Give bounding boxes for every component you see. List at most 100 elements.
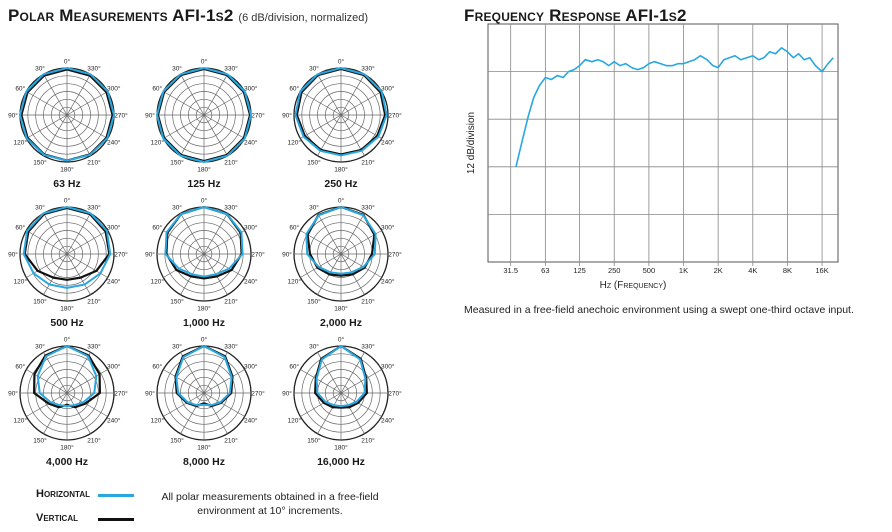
polar-angle-label: 0°	[201, 197, 208, 205]
polar-subtitle: (6 dB/division, normalized)	[238, 12, 369, 24]
polar-angle-label: 180°	[60, 166, 74, 174]
polar-angle-label: 240°	[244, 139, 258, 147]
polar-angle-label: 330°	[224, 65, 238, 73]
polar-angle-label: 60°	[289, 85, 299, 93]
polar-horizontal-series	[315, 345, 367, 408]
polar-spoke	[43, 74, 68, 116]
polar-angle-label: 270°	[388, 251, 402, 259]
polar-angle-label: 30°	[35, 343, 45, 351]
polar-angle-label: 90°	[145, 390, 155, 398]
polar-spoke	[66, 230, 108, 255]
polar-angle-label: 300°	[381, 363, 395, 371]
polar-spoke	[43, 213, 68, 255]
polar-angle-label: 30°	[172, 65, 182, 73]
polar-spoke	[180, 213, 205, 255]
polar-angle-label: 270°	[251, 390, 265, 398]
polar-angle-label: 120°	[288, 278, 302, 286]
polar-horizontal-series	[175, 345, 233, 407]
fr-response-line	[515, 47, 834, 167]
polar-angle-label: 30°	[309, 65, 319, 73]
fr-x-tick-label: 250	[608, 266, 621, 275]
polar-spoke	[66, 114, 108, 139]
polar-horizontal-series	[22, 206, 112, 289]
polar-plot: 0°30°60°90°120°150°180°210°240°270°300°3…	[145, 197, 265, 330]
polar-plot: 0°30°60°90°120°150°180°210°240°270°300°3…	[282, 58, 402, 191]
polar-angle-label: 240°	[107, 417, 121, 425]
polar-spoke	[26, 369, 68, 394]
polar-angle-label: 180°	[197, 444, 211, 452]
polar-angle-label: 330°	[224, 204, 238, 212]
polar-angle-label: 270°	[388, 390, 402, 398]
polar-horizontal-series	[305, 206, 377, 275]
polar-spoke	[66, 74, 91, 116]
polar-spoke	[66, 213, 91, 255]
polar-angle-label: 240°	[107, 278, 121, 286]
polar-title-text: Polar Measurements AFI-1s2	[8, 6, 234, 25]
polar-spoke	[163, 253, 205, 278]
polar-angle-label: 210°	[224, 158, 238, 166]
legend-vertical-label: Vertical	[36, 512, 79, 524]
polar-horizontal-series	[156, 67, 252, 163]
polar-angle-label: 30°	[172, 343, 182, 351]
frequency-response-title: Frequency Response AFI-1s2	[464, 6, 687, 25]
polar-spoke	[66, 91, 108, 116]
polar-angle-label: 120°	[151, 417, 165, 425]
polar-angle-label: 150°	[307, 297, 321, 305]
polar-spoke	[340, 213, 365, 255]
polar-angle-label: 270°	[114, 390, 128, 398]
polar-spoke	[340, 114, 382, 139]
legend-horizontal-label: Horizontal	[36, 488, 91, 500]
polar-angle-label: 120°	[14, 139, 28, 147]
polar-plot: 0°30°60°90°120°150°180°210°240°270°300°3…	[282, 336, 402, 469]
fr-x-tick-label: 1K	[679, 266, 688, 275]
polar-angle-label: 270°	[388, 112, 402, 120]
polar-angle-label: 90°	[8, 251, 18, 259]
polar-angle-label: 180°	[60, 305, 74, 313]
polar-angle-label: 120°	[14, 278, 28, 286]
polar-angle-label: 270°	[114, 251, 128, 259]
polar-angle-label: 270°	[251, 251, 265, 259]
polar-spoke	[66, 253, 91, 295]
polar-angle-label: 90°	[282, 251, 292, 259]
polar-angle-label: 210°	[361, 436, 375, 444]
polar-angle-label: 30°	[35, 204, 45, 212]
fr-y-axis-label: 12 dB/division	[466, 112, 477, 174]
polar-spoke	[66, 352, 91, 394]
polar-frequency-label: 250 Hz	[324, 178, 357, 190]
polar-angle-label: 210°	[87, 436, 101, 444]
polar-spoke	[317, 392, 342, 434]
polar-horizontal-series	[19, 67, 115, 162]
polar-frequency-label: 8,000 Hz	[183, 456, 225, 468]
polar-angle-label: 0°	[201, 336, 208, 344]
polar-angle-label: 180°	[334, 166, 348, 174]
polar-angle-label: 210°	[87, 297, 101, 305]
polar-frequency-label: 16,000 Hz	[317, 456, 365, 468]
polar-section-title: Polar Measurements AFI-1s2 (6 dB/divisio…	[8, 6, 368, 26]
polar-spoke	[43, 114, 68, 156]
polar-angle-label: 120°	[151, 278, 165, 286]
fr-plot-frame	[487, 23, 839, 263]
polar-angle-label: 210°	[87, 158, 101, 166]
polar-spoke	[300, 114, 342, 139]
polar-angle-label: 30°	[309, 343, 319, 351]
polar-angle-label: 30°	[35, 65, 45, 73]
polar-angle-label: 120°	[288, 139, 302, 147]
polar-angle-label: 210°	[224, 297, 238, 305]
polar-spoke	[180, 352, 205, 394]
polar-angle-label: 240°	[381, 278, 395, 286]
polar-spoke	[300, 253, 342, 278]
polar-angle-label: 300°	[107, 363, 121, 371]
polar-spoke	[340, 253, 382, 278]
polar-spoke	[203, 74, 228, 116]
polar-angle-label: 0°	[64, 197, 71, 205]
polar-angle-label: 180°	[334, 444, 348, 452]
polar-spoke	[26, 392, 68, 417]
polar-spoke	[26, 230, 68, 255]
polar-angle-label: 270°	[114, 112, 128, 120]
fr-x-axis-label: Hz (Frequency)	[600, 280, 667, 291]
fr-x-tick-label: 16K	[815, 266, 828, 275]
polar-angle-label: 0°	[64, 58, 71, 66]
polar-angle-label: 210°	[224, 436, 238, 444]
polar-angle-label: 330°	[87, 343, 101, 351]
